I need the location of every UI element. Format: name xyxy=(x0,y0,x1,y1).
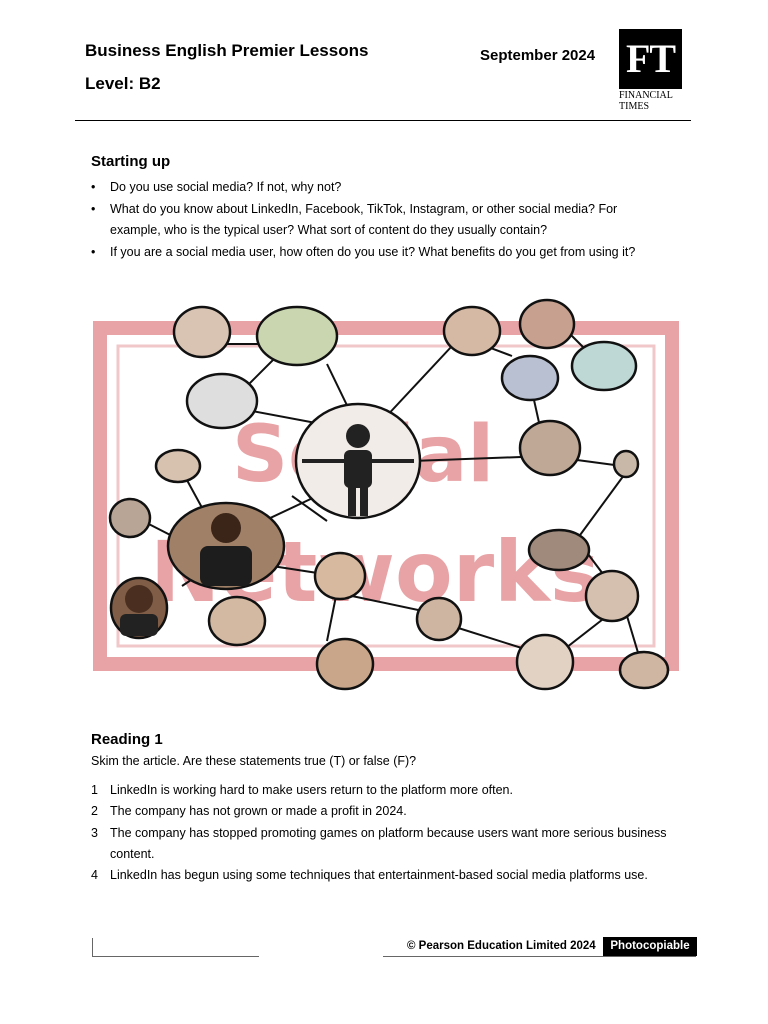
stamp-inner-frame xyxy=(116,344,656,648)
person-young-woman-icon xyxy=(415,596,463,642)
question-item: If you are a social media user, how ofte… xyxy=(91,242,671,264)
photocopiable-badge: Photocopiable xyxy=(603,937,697,956)
statement-list: 1 LinkedIn is working hard to make users … xyxy=(91,780,681,886)
statement-text: The company has not grown or made a prof… xyxy=(110,804,407,819)
statement-item: 1 LinkedIn is working hard to make users … xyxy=(91,780,681,801)
starting-up-questions: Do you use social media? If not, why not… xyxy=(91,177,671,263)
ft-logo: FT xyxy=(619,29,682,89)
person-man-small-icon xyxy=(108,497,152,539)
lesson-date: September 2024 xyxy=(480,47,596,64)
copyright-text: © Pearson Education Limited 2024 xyxy=(407,940,596,952)
reading-instructions: Skim the article. Are these statements t… xyxy=(91,754,417,768)
footer-right-line xyxy=(383,956,696,957)
person-laptop-icon xyxy=(255,305,339,367)
ft-logo-line-1: FINANCIAL xyxy=(619,90,673,101)
statement-item: 2 The company has not grown or made a pro… xyxy=(91,801,681,822)
person-small-icon xyxy=(612,449,640,479)
person-lying-woman-icon xyxy=(618,650,670,690)
lesson-title: Business English Premier Lessons xyxy=(85,41,369,60)
person-woman-right-icon xyxy=(584,569,640,623)
person-megaphone-icon xyxy=(172,305,232,359)
lesson-level: Level: B2 xyxy=(85,74,161,93)
person-girl-icon xyxy=(207,595,267,647)
person-computer-icon xyxy=(185,372,259,430)
social-networks-illustration: Social Networks xyxy=(93,298,679,691)
footer-left-bracket xyxy=(92,938,259,957)
silhouettes xyxy=(120,424,414,636)
statement-number: 2 xyxy=(91,804,98,819)
person-smile-icon xyxy=(515,633,575,691)
header-divider xyxy=(75,120,691,121)
people-nodes xyxy=(108,298,670,691)
starting-up-heading: Starting up xyxy=(91,153,171,170)
person-blonde-icon xyxy=(313,551,367,601)
statement-text: LinkedIn has begun using some techniques… xyxy=(110,868,648,883)
question-item: What do you know about LinkedIn, Faceboo… xyxy=(91,199,671,242)
person-businesswoman-icon xyxy=(500,354,560,402)
person-woman-icon xyxy=(518,298,576,350)
statement-number: 3 xyxy=(91,825,98,840)
person-woman-dark-icon xyxy=(518,419,582,477)
ft-logo-subtitle: FINANCIAL TIMES xyxy=(619,90,673,112)
person-small-woman-icon xyxy=(154,448,202,484)
question-item: Do you use social media? If not, why not… xyxy=(91,177,671,199)
statement-text: The company has stopped promoting games … xyxy=(110,825,667,861)
statement-text: LinkedIn is working hard to make users r… xyxy=(110,783,513,797)
person-man-lying-icon xyxy=(527,528,591,572)
statement-item: 4 LinkedIn has begun using some technique… xyxy=(91,865,681,886)
ft-logo-line-2: TIMES xyxy=(619,101,649,112)
stamp-frame xyxy=(93,321,679,671)
person-woman-teal-icon xyxy=(570,340,638,392)
person-curly-icon xyxy=(315,637,375,691)
statement-item: 3 The company has stopped promoting games… xyxy=(91,823,681,866)
person-man-icon xyxy=(442,305,502,357)
statement-number: 4 xyxy=(91,868,98,883)
reading-heading: Reading 1 xyxy=(91,731,163,748)
statement-number: 1 xyxy=(91,783,98,797)
